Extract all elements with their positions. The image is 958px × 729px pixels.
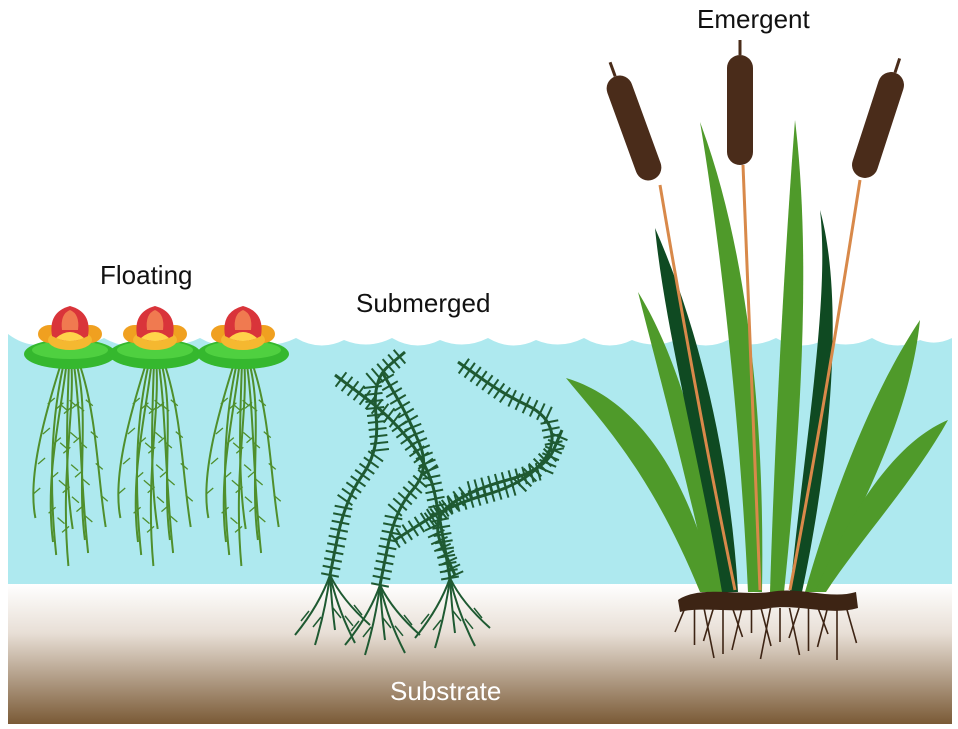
emergent-plant	[566, 40, 948, 660]
submerged-plant-icon	[294, 349, 568, 656]
substrate-label: Substrate	[390, 676, 502, 706]
water-lily-icon	[24, 306, 116, 567]
floating-label: Floating	[100, 260, 193, 290]
emergent-label: Emergent	[697, 4, 810, 34]
submerged-label: Submerged	[356, 288, 491, 318]
water-lily-icon	[197, 306, 289, 567]
floating-plants	[24, 306, 289, 567]
water-lily-icon	[109, 306, 201, 567]
submerged-plant	[294, 349, 568, 656]
cattail-icon	[566, 40, 948, 660]
